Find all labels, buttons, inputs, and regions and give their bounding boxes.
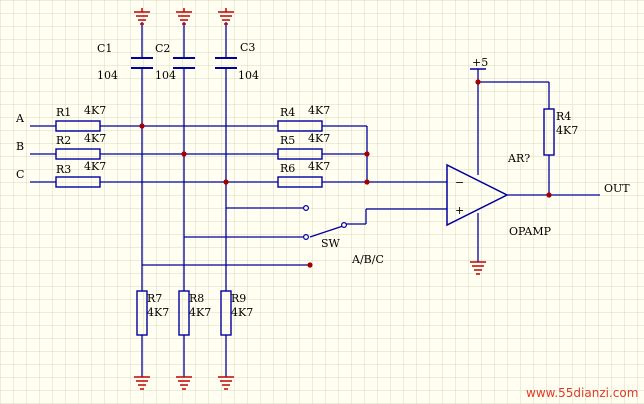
r3-value: 4K7 <box>84 160 106 173</box>
c1-ref: C1 <box>97 42 112 55</box>
c3-value: 104 <box>238 69 259 82</box>
switch-common <box>341 222 348 229</box>
junction-dots <box>139 79 552 268</box>
r6-ref: R6 <box>280 162 295 175</box>
r6-value: 4K7 <box>308 160 330 173</box>
opamp-symbol <box>446 163 509 227</box>
r4-value: 4K7 <box>308 104 330 117</box>
capacitor-c2 <box>173 57 195 69</box>
feedback-resistor-ref: R4 <box>556 110 571 123</box>
r9-ref: R9 <box>231 292 246 305</box>
input-label-b: B <box>16 140 24 153</box>
opamp-minus-sign: − <box>455 176 464 189</box>
ground-symbol-c3 <box>218 8 234 25</box>
r3-ref: R3 <box>56 163 71 176</box>
c2-ref: C2 <box>155 42 170 55</box>
resistor-r2 <box>55 148 101 160</box>
opamp-name: OPAMP <box>509 225 552 238</box>
resistor-r7 <box>136 290 148 336</box>
c1-value: 104 <box>97 69 118 82</box>
resistor-r9 <box>220 290 232 336</box>
switch-contact-a <box>303 205 310 212</box>
opamp-plus-sign: + <box>455 204 464 217</box>
r5-ref: R5 <box>280 134 295 147</box>
r7-value: 4K7 <box>147 306 169 319</box>
r8-value: 4K7 <box>189 306 211 319</box>
input-label-a: A <box>15 112 25 125</box>
output-label: OUT <box>604 182 630 195</box>
r7-ref: R7 <box>147 292 162 305</box>
c2-value: 104 <box>155 69 176 82</box>
ground-symbol-r7 <box>134 376 150 390</box>
opamp-designator: AR? <box>507 152 530 165</box>
resistor-feedback <box>543 108 555 156</box>
ground-symbol-c2 <box>176 8 192 25</box>
r4-ref: R4 <box>280 106 295 119</box>
r8-ref: R8 <box>189 292 204 305</box>
capacitors <box>131 57 237 69</box>
r2-ref: R2 <box>56 134 71 147</box>
feedback-resistor-value: 4K7 <box>556 124 578 137</box>
labels: A B C R1 4K7 R2 4K7 R3 4K7 C1 104 C2 104… <box>15 41 638 400</box>
c3-ref: C3 <box>240 41 255 54</box>
watermark: www.55dianzi.com <box>526 386 638 400</box>
capacitor-c1 <box>131 57 153 69</box>
r1-ref: R1 <box>56 106 71 119</box>
r1-value: 4K7 <box>84 104 106 117</box>
grounds <box>134 8 486 390</box>
resistor-r6 <box>277 176 323 188</box>
resistors <box>55 108 555 336</box>
r9-value: 4K7 <box>231 306 253 319</box>
capacitor-c3 <box>215 57 237 69</box>
switch-contact-b <box>303 234 310 241</box>
resistor-r1 <box>55 120 101 132</box>
resistor-r8 <box>178 290 190 336</box>
switch-label: A/B/C <box>351 253 384 266</box>
switch-ref: SW <box>321 237 341 250</box>
r2-value: 4K7 <box>84 132 106 145</box>
supply-label: +5 <box>472 56 488 69</box>
input-label-c: C <box>16 168 24 181</box>
ground-symbol-opamp <box>470 261 486 275</box>
resistor-r3 <box>55 176 101 188</box>
ground-symbol-c1 <box>134 8 150 25</box>
r5-value: 4K7 <box>308 132 330 145</box>
resistor-r5 <box>277 148 323 160</box>
ground-symbol-r8 <box>176 376 192 390</box>
ground-symbol-r9 <box>218 376 234 390</box>
resistor-r4 <box>277 120 323 132</box>
switch-contacts <box>303 205 348 241</box>
